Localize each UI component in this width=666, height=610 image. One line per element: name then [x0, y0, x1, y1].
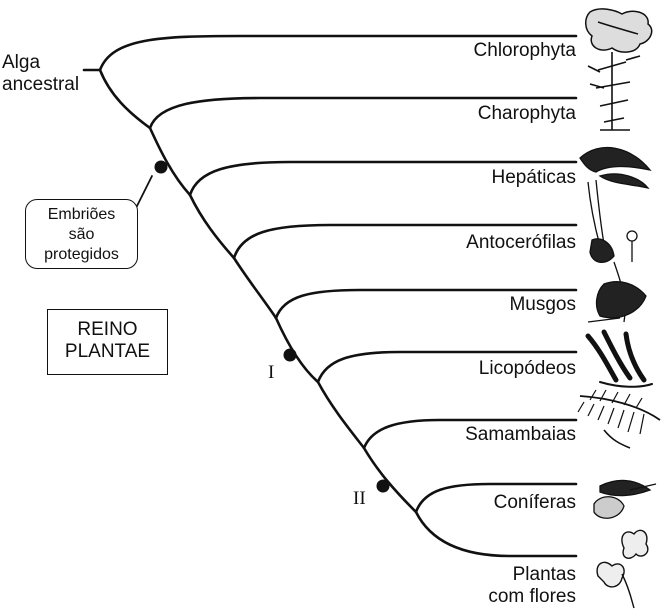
conifer-icon [594, 480, 656, 518]
taxon-label-licopodeos: Licopódeos [479, 358, 576, 380]
kingdom-box: REINO PLANTAE [47, 309, 168, 375]
root-label: Alga ancestral [2, 52, 79, 96]
green-alga-icon [586, 9, 652, 52]
taxon-label-plantas-line-1: Plantas [488, 564, 576, 586]
taxon-label-coniferas: Coníferas [494, 492, 576, 514]
backbone-4 [234, 258, 276, 318]
taxon-label-musgos: Musgos [509, 294, 576, 316]
root-label-line-2: ancestral [2, 74, 79, 96]
fern-icon [578, 390, 660, 448]
hornwort-icon [588, 180, 637, 262]
kingdom-box-line-1: REINO [48, 319, 167, 341]
taxon-label-hepaticas: Hepáticas [492, 167, 577, 189]
taxon-label-antocerofilas: Antocerófilas [466, 232, 576, 254]
node-dot-embryos [155, 161, 168, 174]
root-label-line-1: Alga [2, 52, 79, 74]
callout-pointer [135, 176, 152, 210]
kingdom-box-line-2: PLANTAE [48, 341, 167, 363]
backbone-6 [318, 382, 364, 448]
node-dot-I [284, 349, 297, 362]
callout-embryos-protected: Embriões são protegidos [25, 199, 138, 269]
charophyte-alga-icon [588, 52, 640, 130]
callout-line-2: são [26, 225, 137, 245]
liverwort-icon [580, 148, 650, 188]
taxon-label-samambaias: Samambaias [465, 424, 576, 446]
clubmoss-icon [588, 332, 652, 387]
taxon-label-plantas-line-2: com flores [488, 586, 576, 608]
taxon-label-plantas-com-flores: Plantas com flores [488, 564, 576, 608]
taxon-label-chlorophyta: Chlorophyta [474, 40, 576, 62]
backbone-7 [364, 448, 416, 512]
taxon-label-charophyta: Charophyta [478, 103, 576, 125]
moss-icon [588, 262, 646, 322]
callout-line-1: Embriões [26, 205, 137, 225]
marker-II: II [353, 488, 366, 510]
backbone-5 [276, 318, 318, 382]
branch-plantas-com-flores [416, 512, 576, 556]
callout-line-3: protegidos [26, 245, 137, 265]
marker-I: I [268, 362, 274, 384]
backbone-2 [150, 128, 190, 195]
backbone-1 [100, 70, 150, 128]
flowering-plant-icon [597, 530, 648, 608]
backbone-3 [190, 195, 234, 258]
node-dot-II [377, 480, 390, 493]
